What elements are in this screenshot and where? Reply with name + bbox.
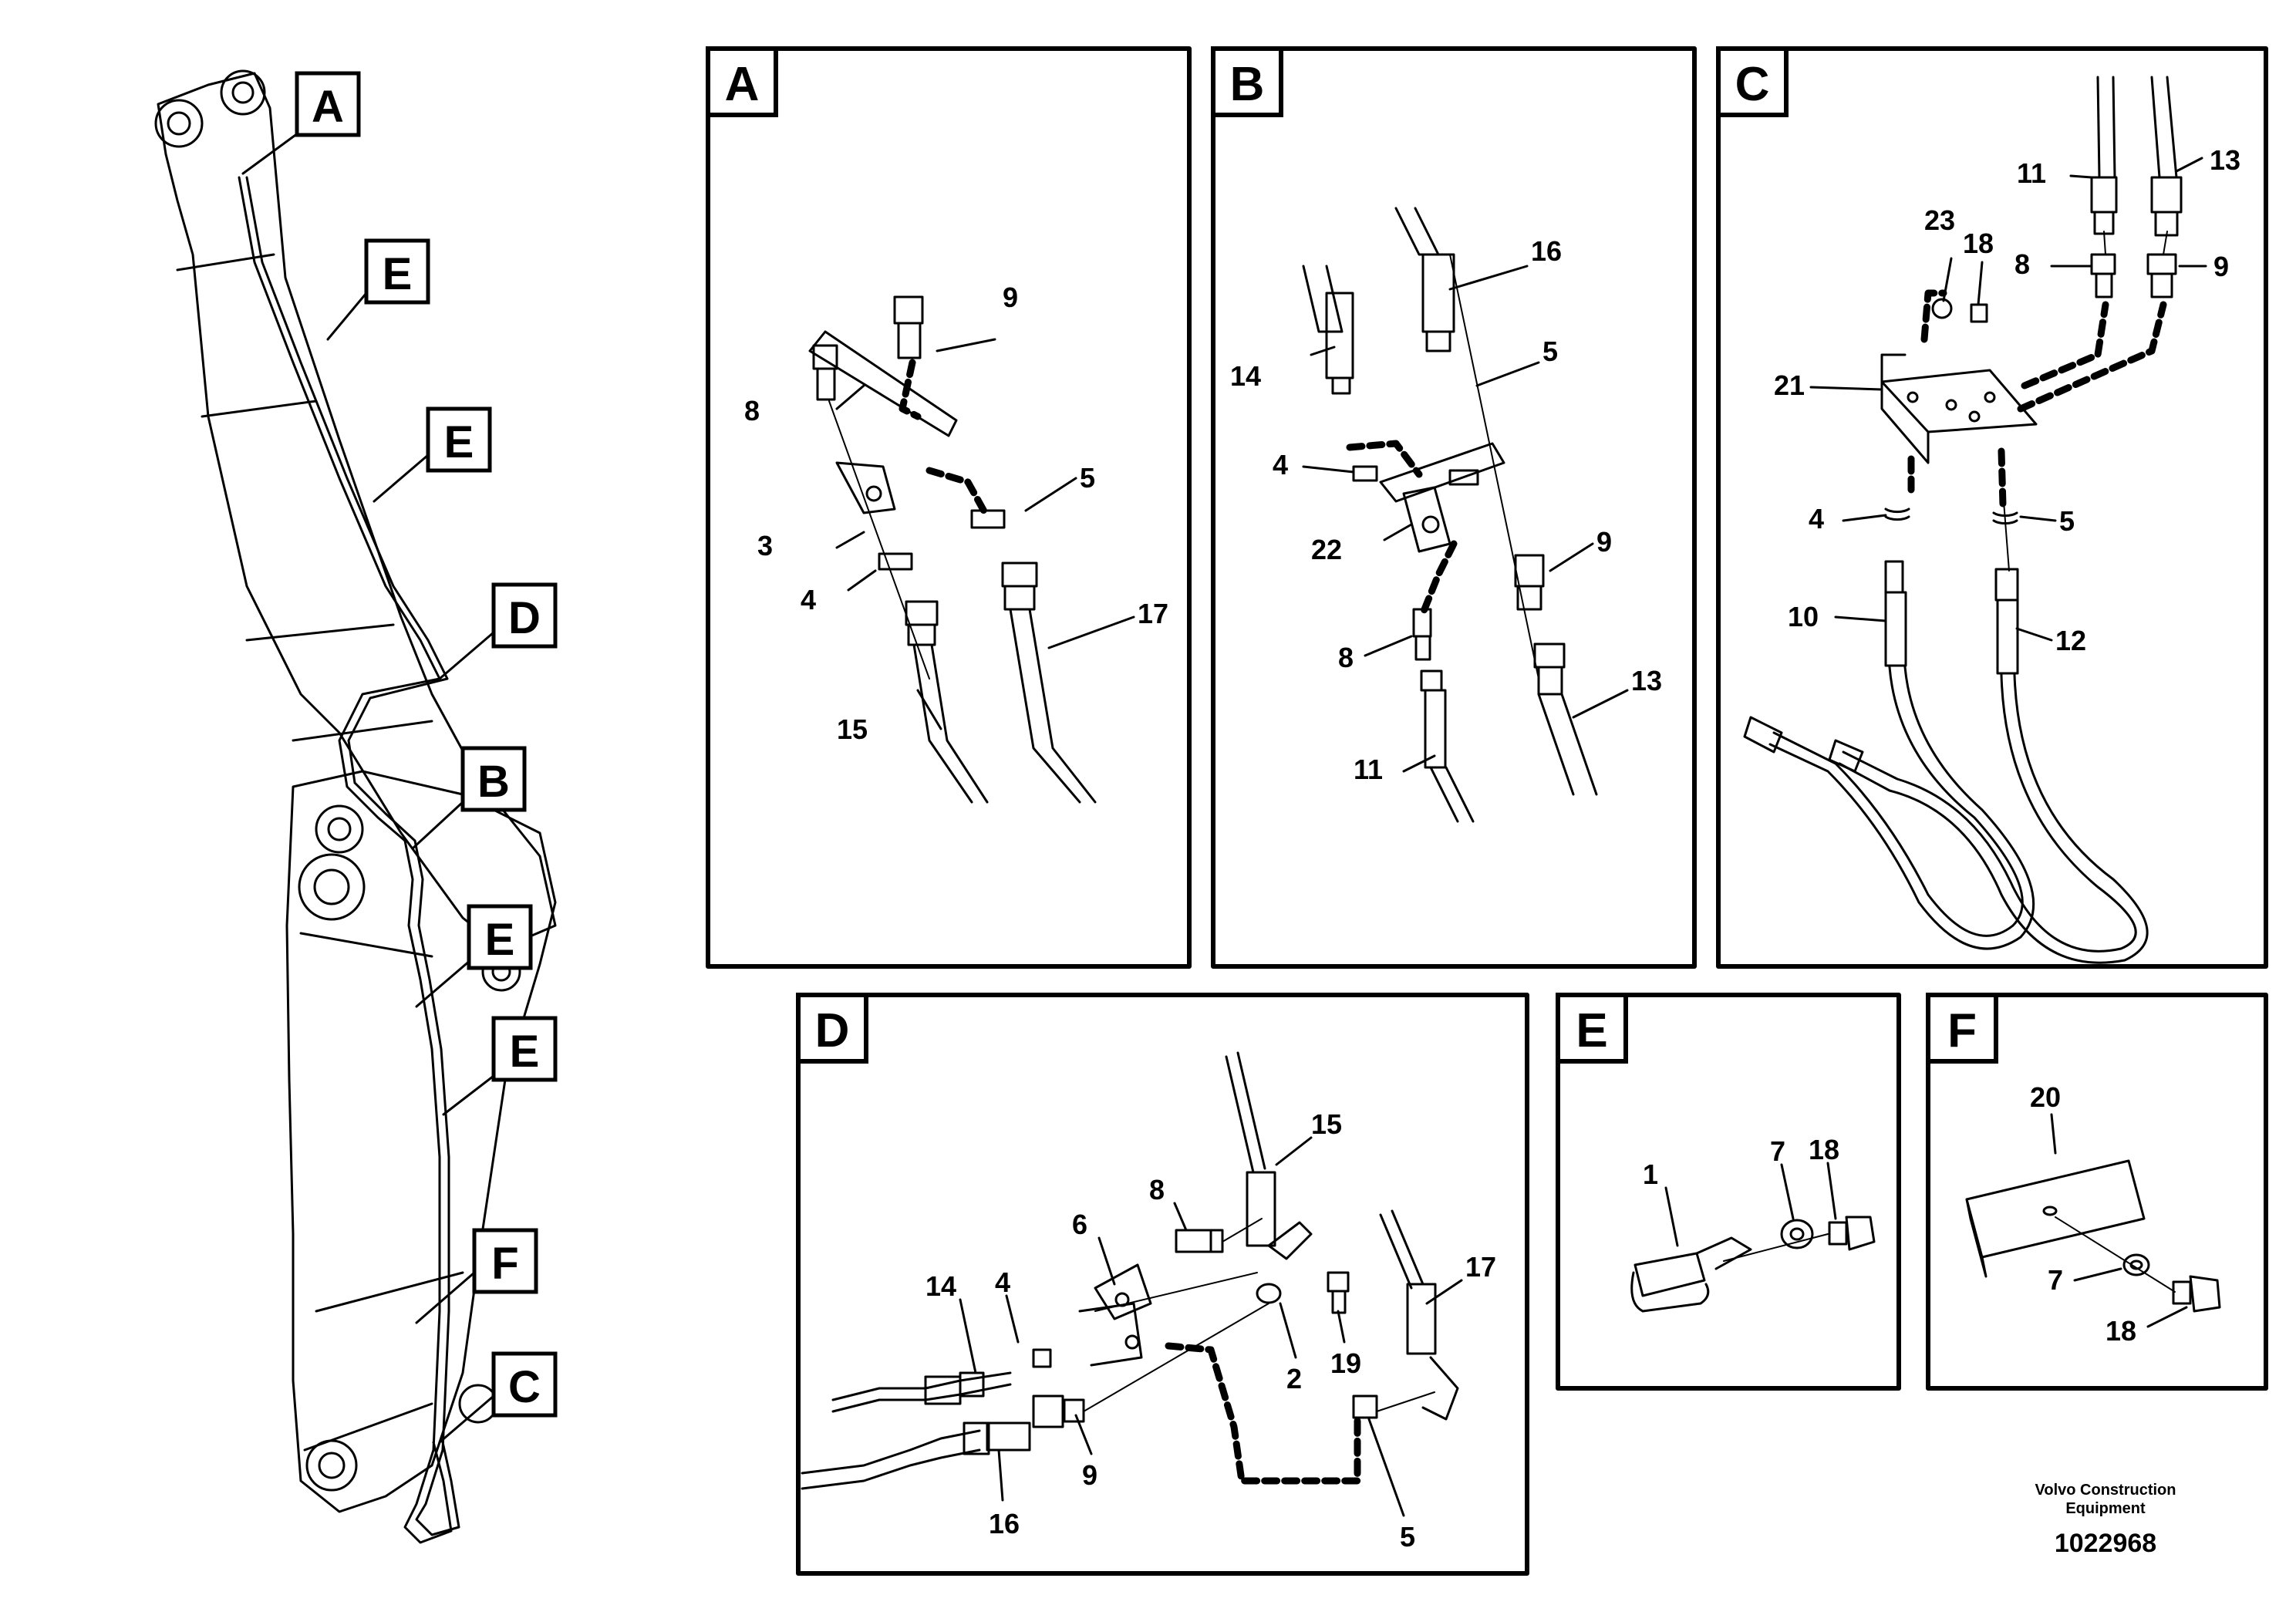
svg-text:D: D	[815, 1004, 850, 1057]
panel-d-frame	[796, 993, 1529, 1576]
part-label: 7	[1770, 1135, 1785, 1167]
panel-f-frame	[1926, 993, 2268, 1391]
part-label: 11	[1354, 754, 1383, 785]
callout-e-overview-3[interactable]: E	[467, 904, 533, 970]
part-label: 6	[1072, 1209, 1087, 1240]
panel-f-drawing	[1965, 1113, 2221, 1328]
part-label: 8	[744, 395, 760, 427]
panel-b-drawing	[1302, 207, 1629, 823]
svg-text:E: E	[485, 915, 515, 965]
company-name-line2: Equipment	[2065, 1500, 2146, 1517]
part-label: 19	[1330, 1347, 1361, 1379]
part-label: 9	[1003, 282, 1018, 313]
document-footer: Volvo Construction Equipment 1022968	[1974, 1481, 2237, 1559]
svg-text:D: D	[508, 593, 541, 643]
part-label: 1	[1643, 1158, 1658, 1190]
svg-text:A: A	[312, 82, 344, 132]
part-label: 5	[1542, 336, 1558, 367]
callout-b-overview[interactable]: B	[460, 746, 527, 812]
panel-b-labels: 16 14 5 4 22 9 8 13 11	[1230, 235, 1662, 785]
svg-text:B: B	[1230, 58, 1265, 111]
part-label: 11	[2017, 157, 2046, 189]
part-label: 5	[1400, 1521, 1415, 1553]
part-label: 16	[989, 1508, 1020, 1539]
panel-f-letter: F	[1926, 993, 1998, 1064]
callout-e-overview-1[interactable]: E	[364, 238, 430, 305]
svg-text:E: E	[444, 417, 474, 467]
part-label: 2	[1286, 1363, 1302, 1394]
panel-letter-tabs: A B C D E F	[706, 46, 1998, 1064]
svg-text:A: A	[725, 58, 760, 111]
part-label: 13	[1631, 665, 1662, 696]
callout-d-overview[interactable]: D	[491, 582, 558, 649]
svg-text:C: C	[1735, 58, 1770, 111]
svg-text:E: E	[510, 1027, 540, 1077]
part-label: 21	[1774, 369, 1805, 401]
part-label: 13	[2210, 144, 2240, 176]
part-label: 17	[1465, 1251, 1496, 1283]
callout-f-overview[interactable]: F	[472, 1228, 538, 1294]
svg-text:E: E	[1576, 1004, 1607, 1057]
document-number: 1022968	[2054, 1529, 2157, 1558]
part-label: 4	[1809, 503, 1824, 534]
panel-e-drawing	[1630, 1162, 1876, 1313]
part-label: 22	[1311, 534, 1342, 565]
part-label: 17	[1138, 598, 1168, 629]
part-label: 9	[1082, 1459, 1097, 1491]
panel-b-frame	[1211, 46, 1697, 969]
part-label: 8	[1338, 642, 1354, 673]
part-label: 7	[2048, 1264, 2063, 1296]
panel-c-letter: C	[1716, 46, 1789, 117]
panel-e-letter: E	[1556, 993, 1628, 1064]
panel-f-labels: 20 7 18	[2030, 1081, 2136, 1347]
panel-c-drawing	[1743, 76, 2207, 964]
svg-text:E: E	[383, 249, 413, 299]
svg-text:F: F	[491, 1239, 518, 1289]
panel-a-frame	[706, 46, 1192, 969]
panel-a-letter: A	[706, 46, 778, 117]
panel-a-labels: 9 8 3 5 4 17 15	[744, 282, 1168, 745]
part-label: 9	[2213, 251, 2229, 282]
part-label: 23	[1924, 204, 1955, 236]
part-label: 5	[2059, 505, 2075, 537]
part-label: 9	[1596, 526, 1612, 558]
panel-a-drawing	[808, 295, 1135, 804]
panel-d-drawing	[801, 1051, 1463, 1517]
panel-c-frame	[1716, 46, 2268, 969]
part-label: 20	[2030, 1081, 2061, 1113]
part-label: 18	[1809, 1134, 1839, 1165]
panel-e-labels: 1 7 18	[1643, 1134, 1839, 1190]
part-label: 15	[1311, 1108, 1342, 1140]
part-label: 10	[1788, 601, 1819, 632]
part-label: 4	[801, 584, 816, 615]
part-label: 4	[995, 1266, 1010, 1298]
part-label: 5	[1080, 462, 1095, 494]
part-label: 4	[1273, 449, 1288, 481]
part-label: 8	[1149, 1174, 1165, 1206]
panel-b-letter: B	[1211, 46, 1283, 117]
callout-c-overview[interactable]: C	[491, 1351, 558, 1418]
callout-e-overview-2[interactable]: E	[426, 406, 492, 473]
panel-e-frame	[1556, 993, 1901, 1391]
overview-callouts: A E E D B E E F C	[295, 71, 558, 1418]
part-label: 8	[2014, 248, 2030, 280]
company-name-line1: Volvo Construction	[2035, 1482, 2176, 1499]
part-label: 16	[1531, 235, 1562, 267]
part-label: 18	[1963, 228, 1994, 259]
part-label: 18	[2106, 1315, 2136, 1347]
part-label: 14	[1230, 360, 1261, 392]
part-label: 15	[837, 713, 868, 745]
part-label: 14	[925, 1270, 956, 1302]
part-label: 12	[2055, 625, 2086, 656]
callout-e-overview-4[interactable]: E	[491, 1016, 558, 1082]
svg-text:F: F	[1947, 1004, 1977, 1057]
panel-c-labels: 11 13 23 18 8 9 21 4 5 10 12	[1774, 144, 2240, 656]
panel-d-letter: D	[796, 993, 868, 1064]
panel-d-labels: 15 8 6 17 14 4 19 2 9 16 5	[925, 1108, 1496, 1553]
part-label: 3	[757, 530, 773, 561]
svg-text:B: B	[477, 757, 510, 807]
svg-text:C: C	[508, 1362, 541, 1412]
callout-a-overview[interactable]: A	[295, 71, 361, 137]
